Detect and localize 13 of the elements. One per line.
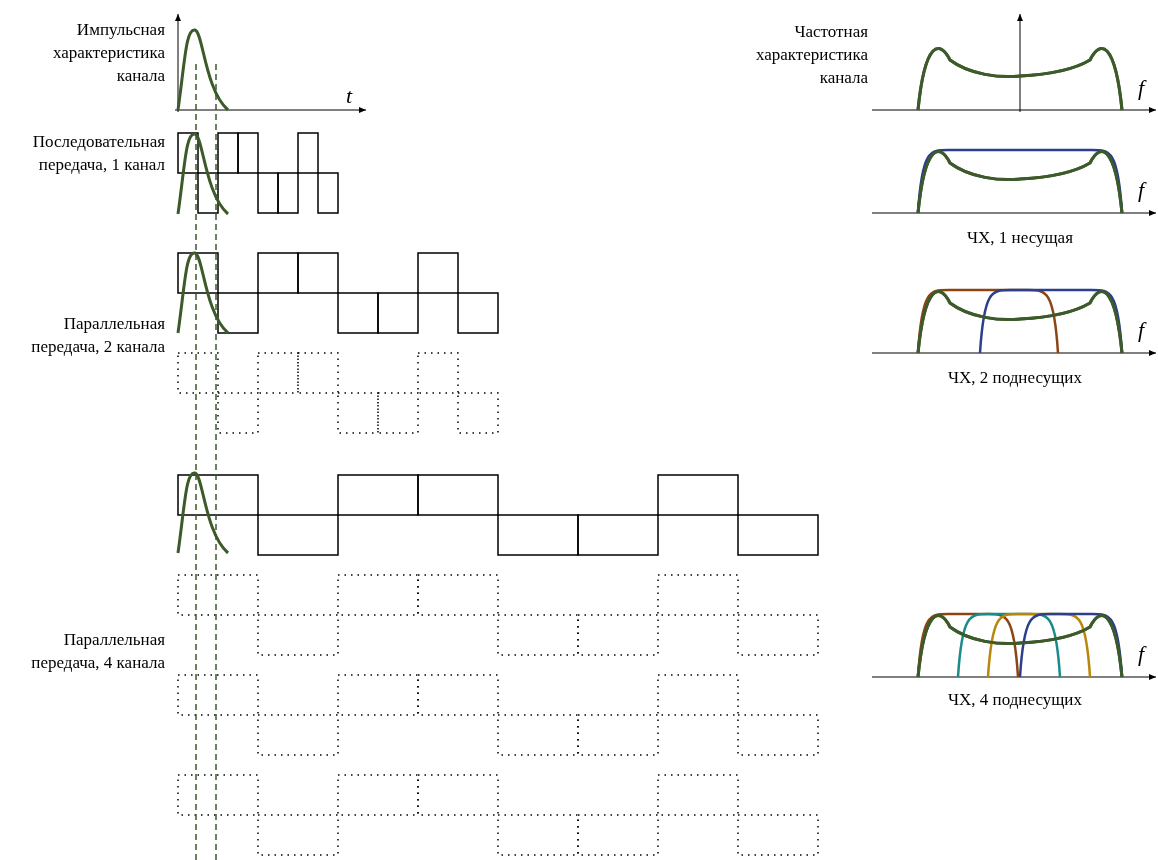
axis-label: f [1138,642,1145,665]
caption: ЧХ, 4 поднесущих [947,689,1083,711]
caption: ЧХ, 1 несущая [966,227,1074,249]
row-label: Параллельная передача, 2 канала [30,313,165,358]
caption: ЧХ, 2 поднесущих [947,367,1083,389]
row-label: Импульсная характеристика канала [51,19,165,87]
row-label: Частотная характеристика канала [754,21,868,89]
axis-label: t [346,84,353,107]
row-label: Параллельная передача, 4 канала [30,629,165,674]
row-label: Последовательная передача, 1 канал [31,131,165,176]
axis-label: f [1138,76,1145,99]
axis-label: f [1138,318,1145,341]
axis-label: f [1138,178,1145,201]
